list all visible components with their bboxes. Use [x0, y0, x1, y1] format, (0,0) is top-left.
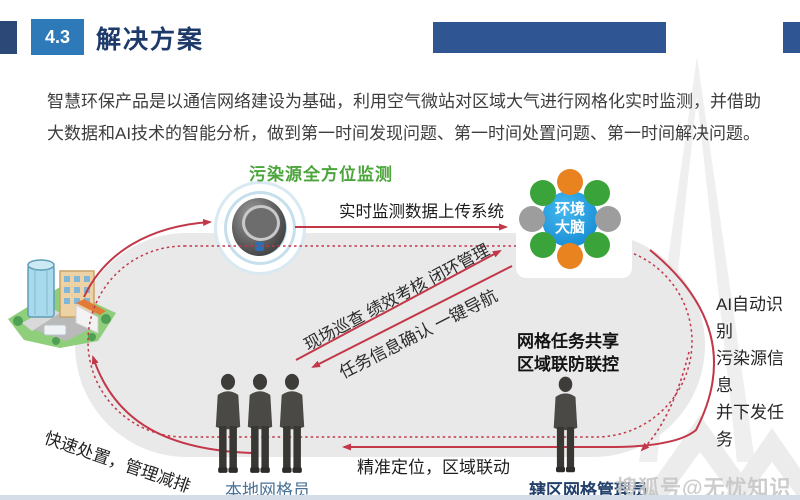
grid-share-line1: 网格任务共享	[517, 332, 619, 351]
hub-label-line2: 大脑	[554, 219, 585, 236]
precise-locate-label: 精准定位，区域联动	[357, 458, 510, 477]
header-decor-bar-right	[783, 22, 800, 53]
hub-satellite-icon	[519, 206, 545, 232]
air-sensor-icon	[213, 179, 306, 275]
sensor-lens	[242, 205, 280, 241]
grid-share-line2: 区域联防联控	[517, 355, 619, 374]
intro-paragraph: 智慧环保产品是以通信网络建设为基础，利用空气微站对区域大气进行网格化实时监测，并…	[47, 86, 762, 150]
city-illustration	[8, 259, 116, 348]
ai-dispatch-line3: 并下发任务	[716, 403, 784, 449]
hub-satellite-icon	[584, 180, 610, 206]
section-number-chip: 4.3	[31, 19, 84, 55]
grid-share-label: 网格任务共享 区域联防联控	[517, 330, 619, 376]
hub-satellite-icon	[595, 206, 621, 232]
hub-satellite-icon	[557, 243, 583, 269]
edge-accent-bar	[0, 21, 17, 54]
district-manager-figure	[553, 376, 578, 473]
sensor-dome	[232, 198, 286, 256]
bottom-accent-strip	[0, 495, 800, 500]
intro-line-2: 大数据和AI技术的智能分析，做到第一时间发现问题、第一时间处置问题、第一时间解决…	[47, 124, 761, 143]
upload-data-label: 实时监测数据上传系统	[339, 203, 504, 221]
hub-label-line1: 环境	[554, 201, 585, 218]
hub-satellite-icon	[530, 180, 556, 206]
sensor-led	[255, 242, 264, 251]
environment-brain-hub: 环境 大脑	[516, 160, 632, 278]
hub-satellite-icon	[557, 169, 583, 195]
header-decor-bar	[433, 22, 666, 53]
ai-dispatch-line1: AI自动识别	[716, 295, 784, 341]
grid-worker-figure	[279, 373, 305, 473]
ai-dispatch-line2: 污染源信息	[716, 349, 784, 395]
grid-worker-figure	[215, 373, 241, 473]
hub-satellite-icon	[584, 232, 610, 258]
hub-satellite-icon	[530, 232, 556, 258]
pollution-monitor-label: 污染源全方位监测	[249, 165, 393, 184]
ai-dispatch-label: AI自动识别 污染源信息 并下发任务	[716, 291, 800, 453]
page-title: 解决方案	[96, 26, 205, 54]
grid-worker-figure	[247, 373, 273, 473]
intro-line-1: 智慧环保产品是以通信网络建设为基础，利用空气微站对区域大气进行网格化实时监测，并…	[47, 92, 761, 111]
